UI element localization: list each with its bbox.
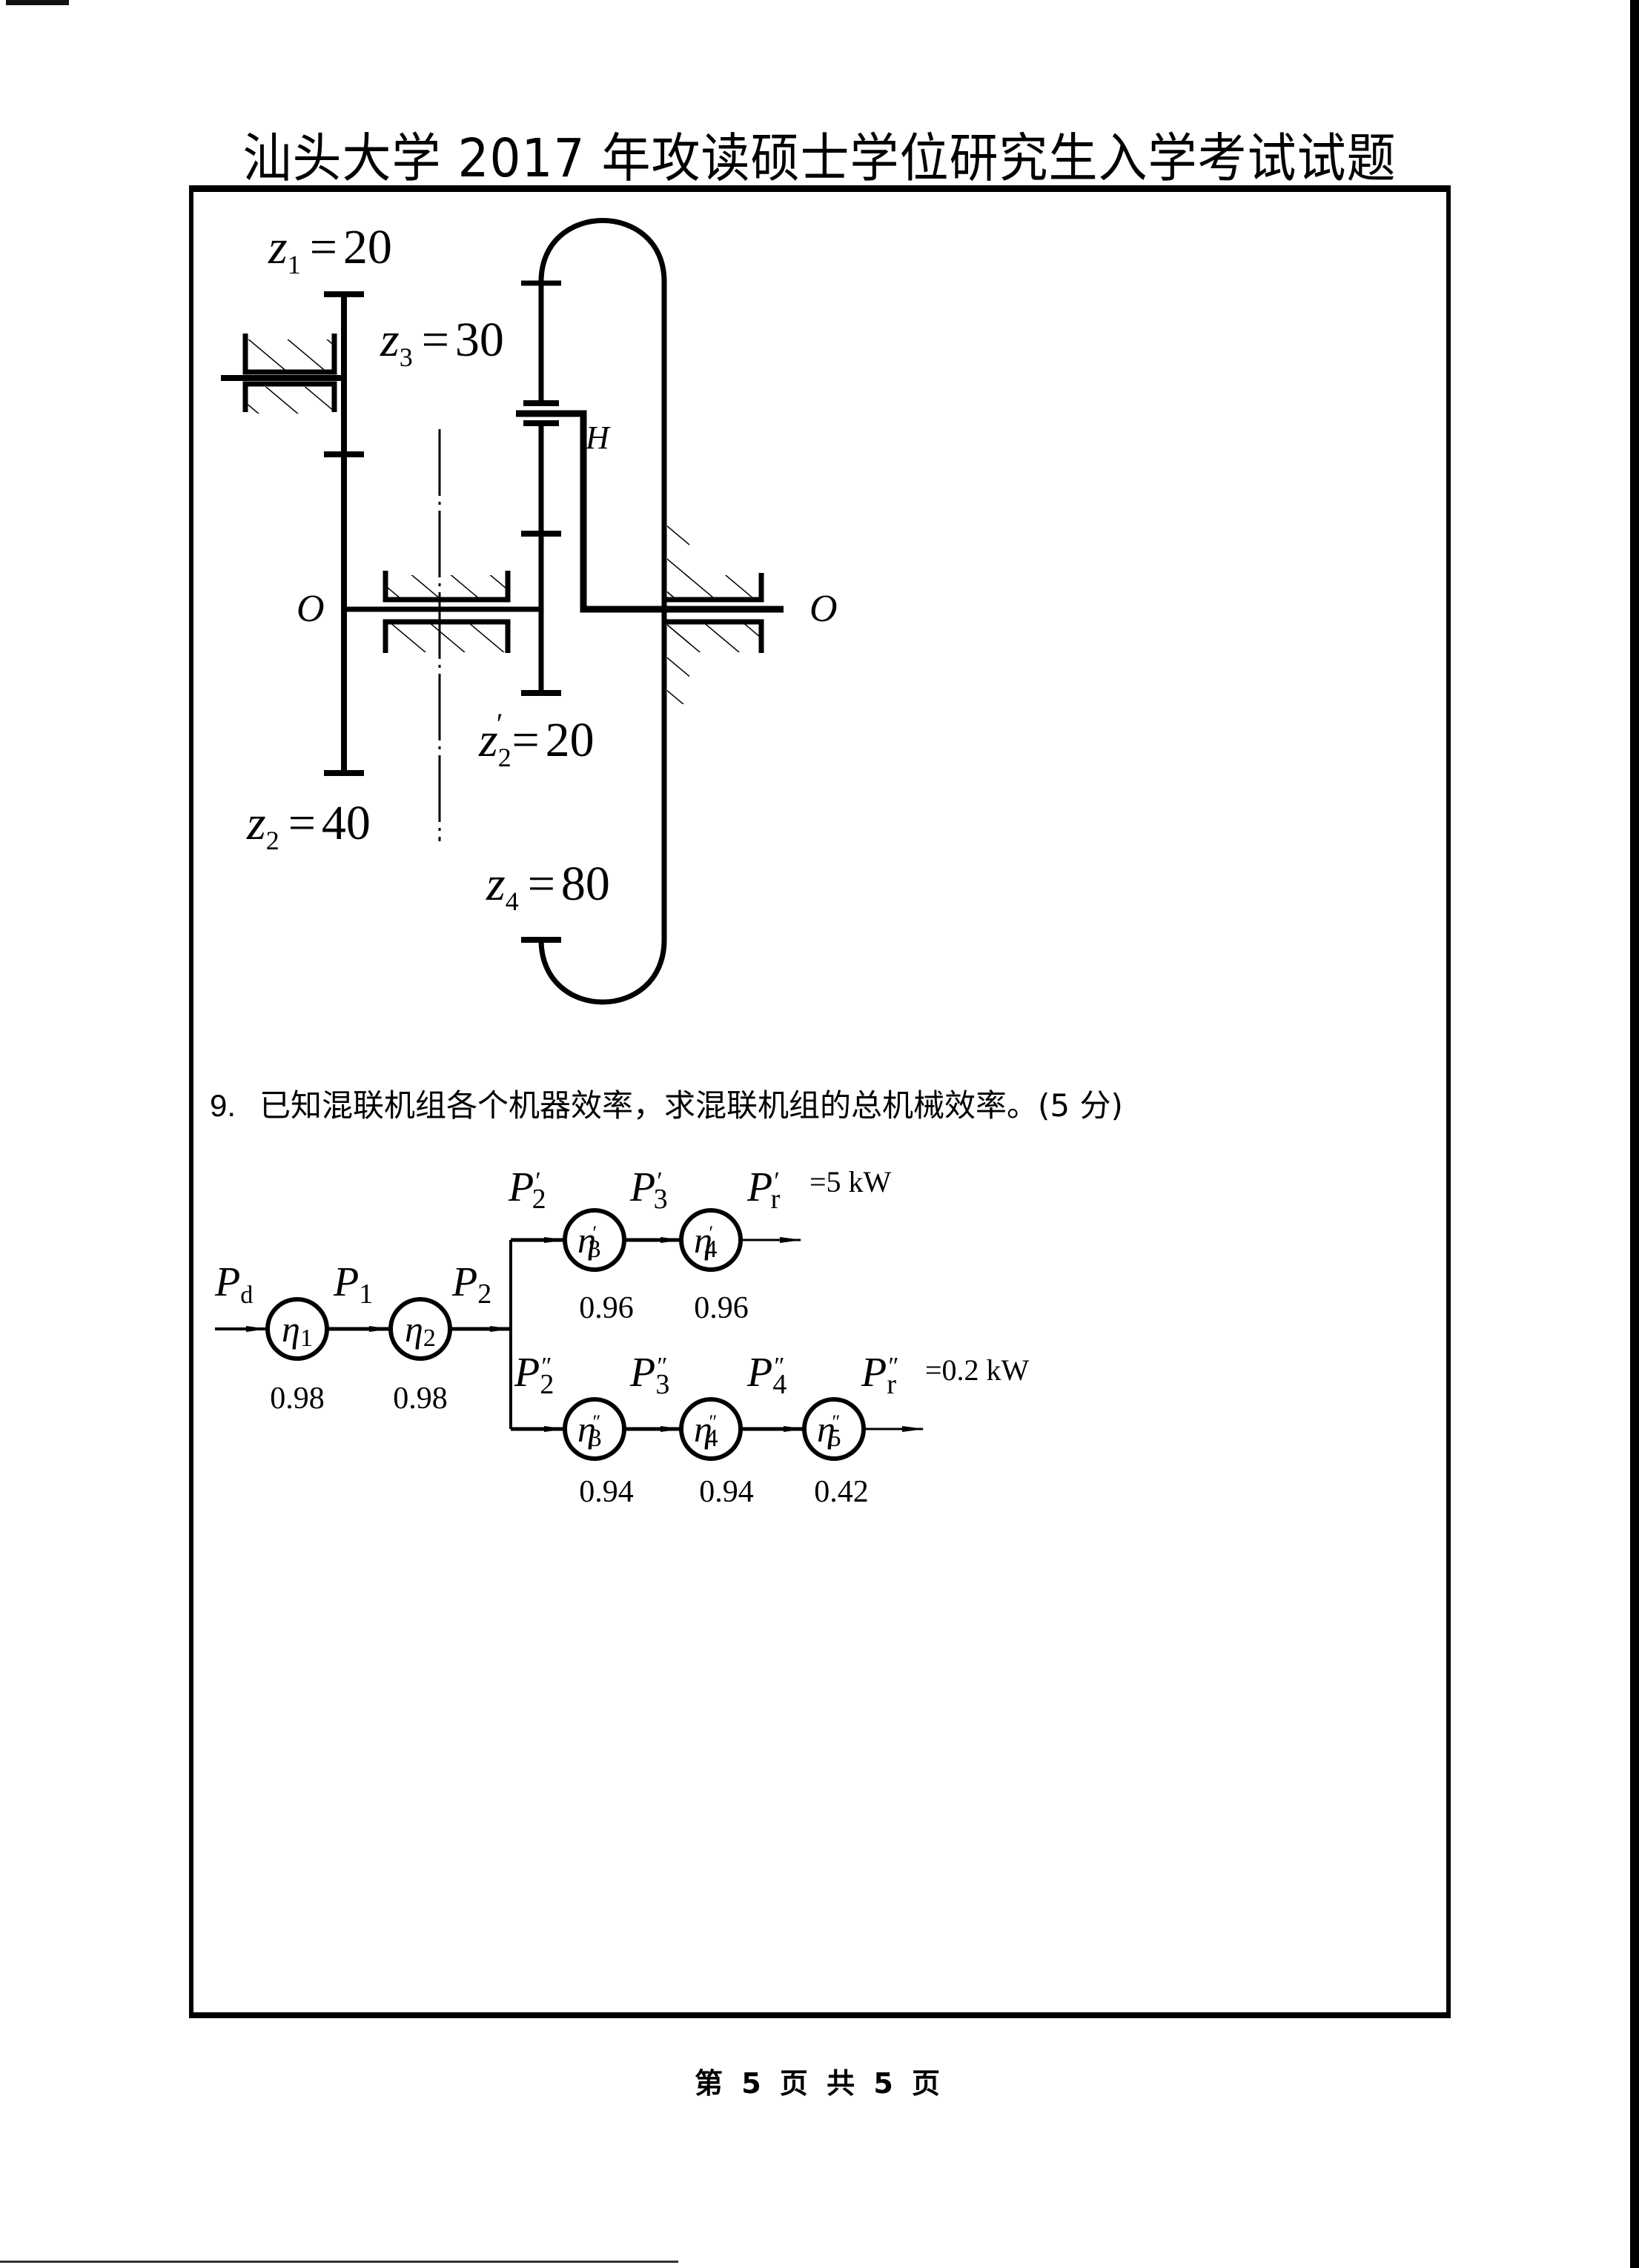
machine-eta5pp-circle xyxy=(802,1397,866,1461)
bearing-right xyxy=(664,523,764,704)
eta4pp-symbol: η″4 xyxy=(694,1408,718,1452)
power-label-pr-dprime: P″r xyxy=(861,1350,898,1400)
machine-eta1-circle xyxy=(265,1297,329,1361)
question-text: 已知混联机组各个机器效率，求混联机组的总机械效率。(5 分) xyxy=(259,1087,1123,1124)
power-label-p2: P2 xyxy=(451,1259,491,1310)
machine-eta4p-circle xyxy=(679,1208,743,1272)
page-footer: 第 5 页 共 5 页 xyxy=(694,2067,945,2100)
gear-labels: z1=20 z3=30 H O O z2′=20 z2=40 z4=80 xyxy=(246,220,838,916)
machine-eta4pp-circle xyxy=(679,1397,743,1461)
gear-1-group xyxy=(221,291,364,776)
eta1-symbol: η1 xyxy=(282,1308,313,1352)
scan-artifact-top xyxy=(6,0,69,5)
efficiency-value-eta1: 0.98 xyxy=(270,1382,325,1416)
label-axis-o-right: O xyxy=(809,588,838,630)
planet-gear-group xyxy=(521,280,561,696)
power-label-p3-dprime: P″3 xyxy=(629,1350,669,1400)
efficiency-value-eta2: 0.98 xyxy=(393,1382,448,1416)
scan-artifact-bottom xyxy=(0,2261,678,2263)
machine-eta3pp-circle xyxy=(563,1397,626,1461)
efficiency-value-eta5pp: 0.42 xyxy=(814,1475,869,1509)
power-label-p1: P1 xyxy=(333,1259,373,1310)
lower-output-value: =0.2 kW xyxy=(925,1353,1030,1387)
machine-eta3p-circle xyxy=(563,1208,626,1272)
label-z2: z2=40 xyxy=(246,796,371,855)
eta4p-symbol: η′4 xyxy=(694,1219,718,1263)
upper-output-value: =5 kW xyxy=(809,1165,892,1198)
bearing-left xyxy=(242,334,337,414)
scan-artifact-right-edge xyxy=(1630,0,1639,2268)
label-z4: z4=80 xyxy=(486,857,610,916)
label-z3: z3=30 xyxy=(380,313,504,372)
efficiency-value-eta3pp: 0.94 xyxy=(579,1475,634,1509)
power-label-p2-dprime: P″2 xyxy=(514,1350,554,1400)
bearing-center xyxy=(383,571,511,653)
eta5pp-symbol: η″5 xyxy=(817,1408,841,1452)
eta2-symbol: η2 xyxy=(405,1308,436,1352)
power-label-p4-dprime: P″4 xyxy=(746,1350,787,1400)
answer-frame xyxy=(189,185,1451,2018)
power-label-p2-prime: P′2 xyxy=(508,1164,546,1215)
power-label-pr-prime: P′r xyxy=(746,1164,781,1215)
efficiency-value-eta3p: 0.96 xyxy=(579,1291,634,1325)
question-9: 9. 已知混联机组各个机器效率，求混联机组的总机械效率。(5 分) xyxy=(210,1081,1123,1126)
power-label-p3-prime: P′3 xyxy=(629,1164,668,1215)
efficiency-labels: η1 η2 η′3 η′4 η″3 η″4 η″5 Pd P1 P2 P′2 P… xyxy=(214,1164,1030,1509)
label-z1: z1=20 xyxy=(268,220,392,279)
efficiency-diagram xyxy=(215,1208,924,1461)
question-number: 9. xyxy=(210,1088,236,1123)
eta3pp-symbol: η″3 xyxy=(577,1408,602,1452)
page-title: 汕头大学 2017 年攻读硕士学位研究生入学考试试题 xyxy=(242,127,1397,190)
carrier-arm xyxy=(516,410,784,613)
efficiency-value-eta4p: 0.96 xyxy=(694,1291,749,1325)
label-z2-prime: z2′=20 xyxy=(478,707,595,772)
eta3p-symbol: η′3 xyxy=(577,1219,601,1263)
machine-eta2-circle xyxy=(388,1297,452,1361)
label-carrier-h: H xyxy=(585,420,611,456)
efficiency-value-eta4pp: 0.94 xyxy=(699,1475,754,1509)
label-axis-o-left: O xyxy=(297,588,325,630)
ring-gear-4 xyxy=(538,218,667,1005)
power-label-pd: Pd xyxy=(214,1259,253,1309)
